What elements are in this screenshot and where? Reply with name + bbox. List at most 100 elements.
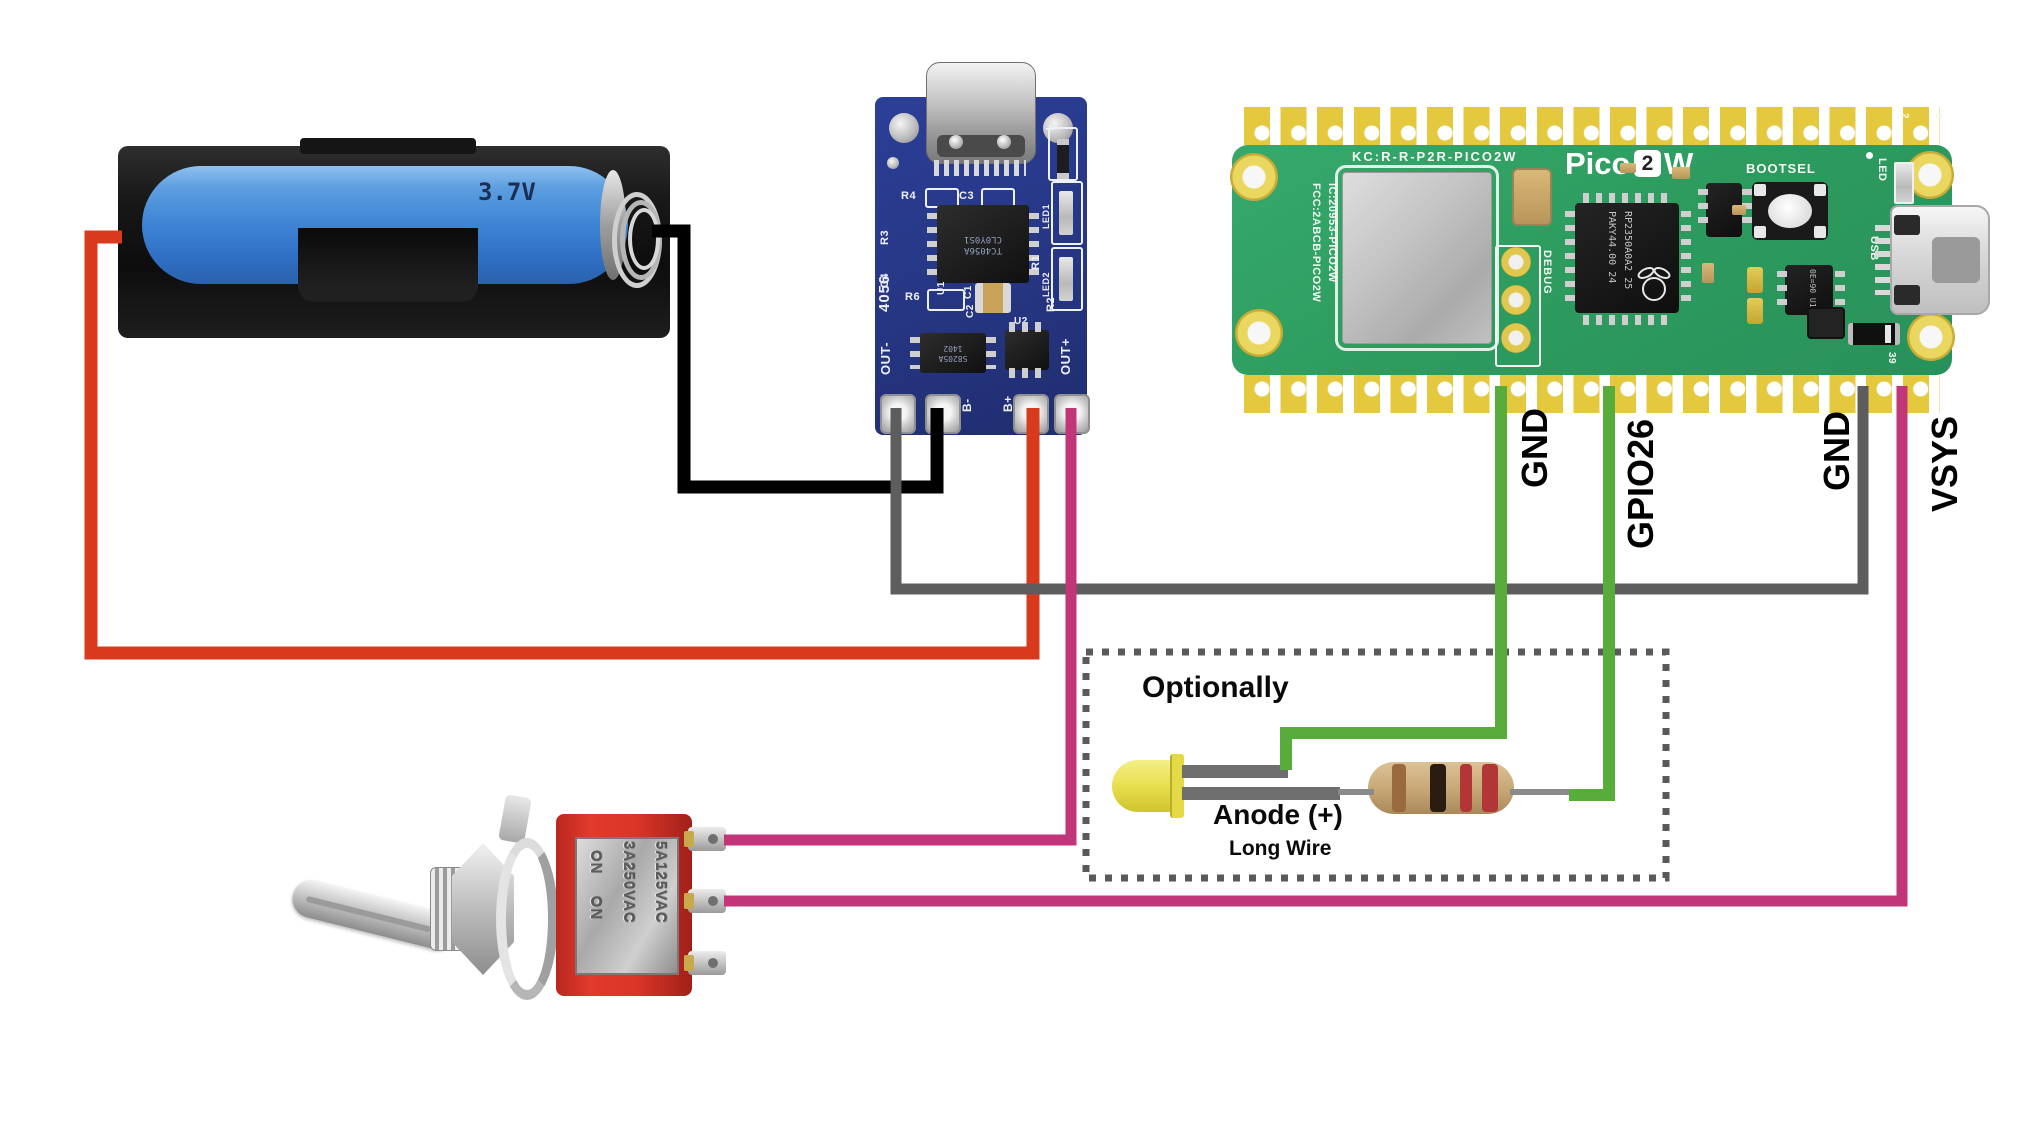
mounting-hole	[1906, 151, 1954, 199]
smd-capacitor	[1747, 267, 1763, 293]
resistor-band-red	[1482, 764, 1498, 812]
long-wire-label: Long Wire	[1229, 837, 1332, 860]
debug-pad	[1501, 285, 1531, 315]
switch-marking-plate	[575, 837, 679, 975]
led-cathode-lead	[1182, 765, 1288, 778]
switch-terminal-2	[684, 889, 726, 913]
u2-chip	[1005, 330, 1049, 370]
castellated-pads-bottom	[1244, 375, 1940, 413]
solder-dot	[997, 135, 1011, 149]
led-yellow-body	[1112, 760, 1176, 812]
wire-switch-to-vsys	[724, 386, 1908, 907]
via-hole	[887, 157, 899, 169]
micro-usb-connector	[1890, 205, 1990, 315]
led2-outline	[1051, 247, 1083, 311]
resistor-body	[1368, 762, 1514, 814]
oscillator	[1512, 168, 1552, 226]
silk-c3: C3	[959, 190, 975, 202]
smd-component	[1620, 163, 1636, 173]
component-outline	[927, 289, 965, 311]
smd-capacitor	[975, 283, 1011, 313]
rp2350-chip: RP2350A0A2 25 PAKY44.00 24	[1575, 203, 1679, 313]
debug-pad	[1501, 323, 1531, 353]
chip-pins	[1742, 189, 1752, 231]
mount-hole	[889, 113, 919, 143]
resistor-band-brown	[1392, 764, 1406, 812]
buck-converter-chip: 0E=90 U1Q	[1785, 265, 1833, 315]
holder-mount-tab	[300, 138, 476, 154]
optional-box-border	[1082, 648, 1670, 882]
debug-outline	[1495, 245, 1541, 367]
chip-pins	[1698, 189, 1708, 231]
silk-r6-mid: R6	[905, 291, 921, 303]
usb-c-pins	[934, 160, 1026, 176]
led1-component	[1059, 191, 1073, 235]
chip-pins	[1009, 322, 1045, 332]
chip-pins	[1777, 271, 1787, 309]
s8205a-chip: S8205A 1402	[920, 333, 986, 373]
usb-c-connector	[926, 62, 1036, 164]
chip-pins	[1009, 368, 1045, 378]
tp4056-charger-module: + R6 LED1 LED2 R4 C3 R2 R3 C4 4056 OUT- …	[875, 62, 1090, 435]
switch-terminal-1	[684, 827, 726, 851]
smd-component	[1672, 167, 1690, 179]
mounting-hole	[1230, 153, 1278, 201]
chip-pins	[1835, 271, 1845, 309]
brand-pico: Pico	[1565, 146, 1631, 181]
battery-holder: 3.7V	[118, 138, 670, 338]
led-anode-lead	[1182, 787, 1340, 800]
silk-u2: U2	[1014, 316, 1028, 327]
led-flange	[1170, 754, 1184, 818]
resistor-lead-left	[1338, 789, 1374, 795]
debug-pad	[1501, 247, 1531, 277]
mounting-hole	[1907, 313, 1955, 361]
wire-out-plus-to-switch	[724, 408, 1077, 846]
pin-label-gpio26: GPIO26	[1620, 418, 1661, 549]
pico2w-board: KC:R-R-P2R-PICO2W FCC:2ABCB-PICO2W IC:20…	[1230, 107, 1990, 413]
kc-cert-label: KC:R-R-P2R-PICO2W	[1352, 149, 1518, 164]
optional-box-title: Optionally	[1142, 671, 1289, 704]
resistor-band-red	[1460, 764, 1472, 812]
bootsel-button	[1752, 182, 1828, 240]
bootsel-plunger	[1768, 194, 1812, 228]
battery-voltage-label: 3.7V	[478, 178, 536, 206]
resistor-lead-right	[1510, 789, 1570, 795]
switch-lock-washer	[496, 838, 558, 1000]
diode	[1848, 323, 1900, 345]
wire-gnd-to-led-cathode	[1280, 386, 1507, 770]
component-outline	[1048, 127, 1078, 181]
led2-component	[1059, 257, 1073, 301]
led1-outline	[1051, 181, 1083, 245]
rf-shield	[1335, 165, 1499, 351]
pin-label-gnd-right: GND	[1816, 411, 1857, 491]
chip-pins	[910, 337, 920, 369]
chip-pins	[1583, 315, 1671, 325]
chip-pins	[927, 213, 937, 275]
wire-out-minus-to-gnd	[890, 386, 1869, 595]
onboard-led	[1894, 162, 1914, 204]
pin-label-vsys: VSYS	[1924, 415, 1965, 512]
holder-front-clip	[298, 228, 478, 302]
brand-2-badge: 2	[1634, 150, 1661, 177]
bootsel-label: BOOTSEL	[1746, 161, 1816, 176]
castellated-pads-top	[1244, 107, 1940, 145]
pin-label-gnd-left: GND	[1514, 408, 1555, 488]
mounting-hole	[1235, 309, 1283, 357]
chip-pins	[1681, 211, 1691, 305]
led-dot-icon	[1866, 152, 1873, 159]
wire-battery-negative	[652, 224, 944, 494]
chip-pins	[1029, 213, 1039, 275]
chip-pins	[986, 337, 996, 369]
switch-terminal-3	[684, 951, 726, 975]
solder-dot	[949, 135, 963, 149]
resistor-band-black	[1430, 764, 1446, 812]
smd-resistor	[1057, 139, 1069, 179]
smd-capacitor	[1747, 298, 1763, 324]
wire-gpio26-to-resistor	[1569, 386, 1615, 801]
battery-spring-icon	[628, 208, 660, 270]
raspberry-pi-logo	[1637, 267, 1671, 301]
usb-connector-pins	[1875, 225, 1891, 295]
toggle-switch: ON ON 3A250VAC 5A125VAC	[280, 790, 750, 1005]
